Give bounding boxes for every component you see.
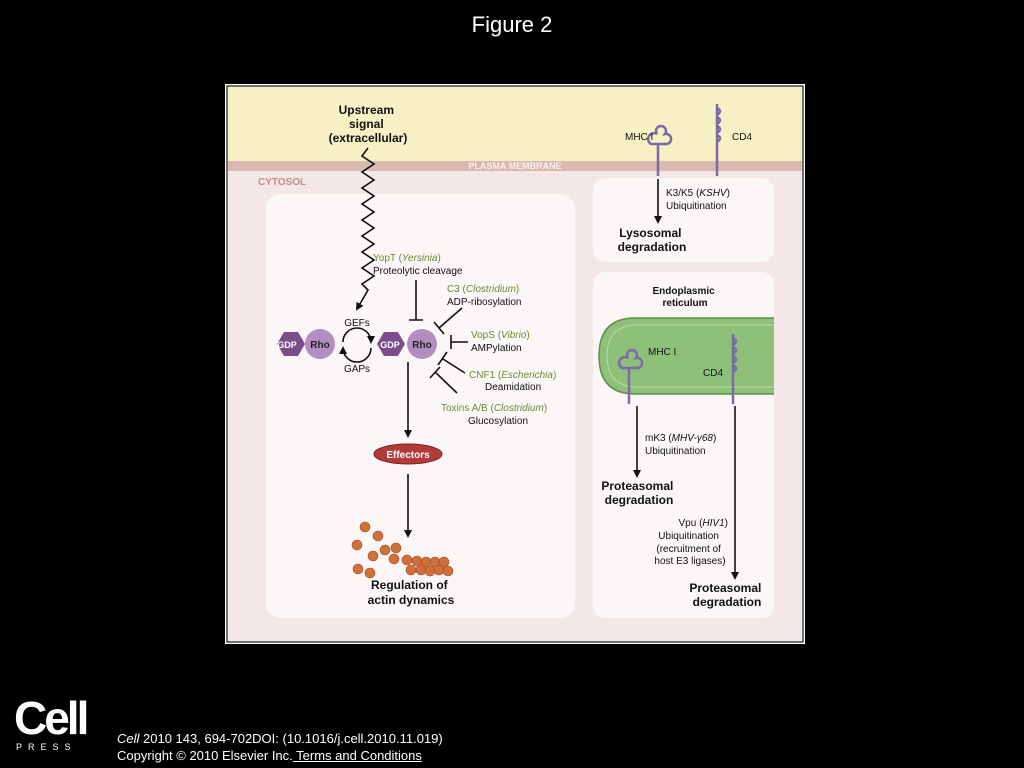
c3-label: C3 (Clostridium) [447,284,519,295]
toxins-label: Toxins A/B (Clostridium) [441,403,547,414]
yopt-action: Proteolytic cleavage [373,266,463,277]
signal-zigzag-arrow [355,147,376,311]
cd4-label-top: CD4 [732,132,752,143]
mk3-action: Ubiquitination [645,446,706,457]
plasma-membrane-label: PLASMA MEMBRANE [468,161,561,171]
proteasomal-label-2: Proteasomal degradation [689,581,764,609]
vpu-label: Vpu (HIV1) [679,518,728,529]
yopt-label: YopT (Yersinia) [373,253,441,264]
cytosol-label: CYTOSOL [258,177,306,188]
logo-word: Cell [14,692,89,744]
mk3-label: mK3 (MHV-γ68) [645,433,716,444]
citation-line: Cell 2010 143, 694-702DOI: (10.1016/j.ce… [117,730,443,747]
cd4-receptor-icon-top [715,104,722,176]
effectors-oval [373,443,443,465]
vops-action: AMPylation [471,343,522,354]
rho-circle-right [407,329,437,359]
proteasomal-label-1: Proteasomal degradation [601,479,676,507]
regulation-label: Regulation of actin dynamics [368,578,455,607]
gdp-label-left: GDP [277,340,297,350]
copyright-text: Copyright © 2010 Elsevier Inc. [117,748,293,763]
c3-action: ADP-ribosylation [447,297,521,308]
rho-label-right: Rho [412,340,431,351]
effectors-label: Effectors [386,450,430,461]
lysosomal-panel [593,178,774,262]
cell-press-logo: Cell PRESS [14,692,89,752]
citation-text: 2010 143, 694-702DOI: (10.1016/j.cell.20… [139,731,443,746]
k3k5-action: Ubiquitination [666,201,727,212]
mhc1-label-top: MHC I [625,132,653,143]
gdp-hexagon-left [277,332,305,356]
cd4-label-er: CD4 [703,368,723,379]
cd4-receptor-icon-er [731,334,738,404]
rho-pathway-panel [266,194,575,618]
gefs-label: GEFs [344,318,370,329]
rho-circle-left [305,329,335,359]
vpu-action: Ubiquitination (recruitment of host E3 l… [654,531,725,567]
gdp-label-right: GDP [380,340,400,350]
journal-name: Cell [117,731,140,746]
gdp-hexagon-right [377,332,405,356]
upstream-signal-label: Upstream signal (extracellular) [329,103,408,145]
mhc1-receptor-icon-er [617,348,644,404]
citation-block: Cell 2010 143, 694-702DOI: (10.1016/j.ce… [117,730,443,764]
toxins-action: Glucosylation [468,416,528,427]
copyright-line: Copyright © 2010 Elsevier Inc. Terms and… [117,747,443,764]
vops-label: VopS (Vibrio) [471,330,530,341]
rho-label-left: Rho [310,340,329,351]
gap-cycle-arrow [339,346,372,363]
extracellular-region [228,87,802,161]
k3k5-label: K3/K5 (KSHV) [666,188,730,199]
yopt-inhibition [409,280,423,321]
mhc1-label-er: MHC I [648,347,676,358]
cnf1-action: Deamidation [485,382,541,393]
lysosomal-label: Lysosomal degradation [618,226,687,254]
cnf1-inhibition [437,351,466,374]
terms-link[interactable]: Terms and Conditions [292,748,422,763]
er-inner-membrane [606,324,774,388]
c3-inhibition [433,307,463,335]
actin-filaments-icon [351,521,454,579]
plasma-membrane [228,161,802,171]
vops-inhibition [450,335,468,349]
er-compartment [598,317,774,395]
slide-title: Figure 2 [471,12,553,37]
toxins-inhibition [429,366,458,394]
gef-cycle-arrow [342,327,375,344]
figure-diagram: PLASMA MEMBRANE CYTOSOL Upstream signal … [225,84,805,644]
gaps-label: GAPs [344,364,370,375]
logo-sub: PRESS [16,742,77,752]
mhc1-receptor-icon-top [646,124,673,176]
cnf1-label: CNF1 (Escherichia) [469,370,556,381]
er-label: Endoplasmic reticulum [652,286,717,309]
